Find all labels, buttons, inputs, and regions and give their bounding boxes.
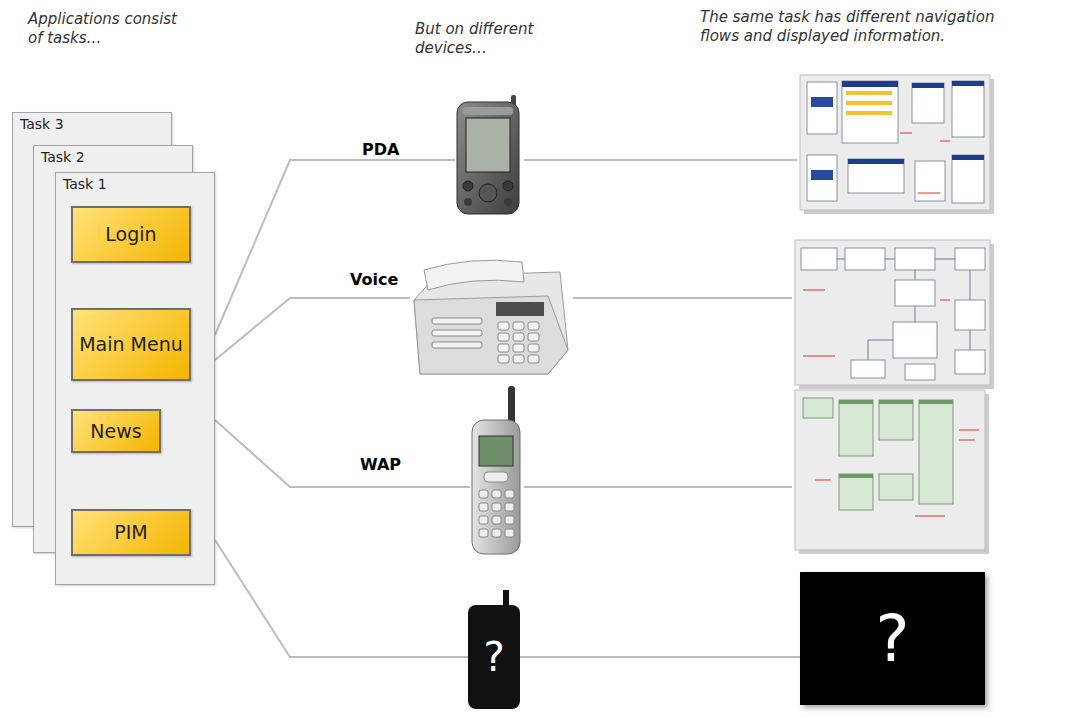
- wap-phone: [472, 386, 520, 554]
- device-figure: WAP: [470, 385, 522, 555]
- node-label: PIM: [114, 521, 147, 544]
- pda-device: [457, 95, 519, 214]
- node-label: Login: [105, 223, 156, 246]
- voice-phone: [414, 260, 568, 374]
- device-label: PDA: [362, 140, 428, 159]
- device-label: Voice: [350, 270, 510, 289]
- connector-line: [215, 540, 468, 657]
- connector-line: [215, 160, 455, 335]
- step-box: PIM: [71, 509, 191, 556]
- connector-line: [215, 420, 470, 487]
- node-label: ?: [483, 637, 504, 677]
- node-label: News: [90, 420, 141, 443]
- step-box: Main Menu: [71, 308, 191, 381]
- caption-note: Applications consist of tasks…: [28, 10, 188, 48]
- flow-screenshot: [795, 240, 994, 389]
- unknown-screen: ?: [800, 572, 985, 705]
- node-label: ?: [876, 607, 910, 671]
- task-panel: Task 1 LoginMain MenuNewsPIM: [55, 172, 215, 585]
- node-label: Main Menu: [79, 333, 183, 356]
- connector-line: [215, 298, 410, 360]
- flow-screenshot: [795, 390, 989, 554]
- device-label: WAP: [360, 455, 412, 474]
- caption-note: But on different devices…: [415, 20, 565, 58]
- caption-note: The same task has different navigation f…: [700, 8, 1025, 46]
- device-figure: Voice: [410, 252, 570, 376]
- unknown-device: ?: [468, 605, 520, 709]
- step-box: Login: [71, 206, 191, 263]
- node-label: Task 1: [56, 173, 214, 195]
- node-label: Task 2: [34, 146, 192, 168]
- flow-screenshot: [800, 75, 994, 214]
- step-box: News: [71, 409, 161, 453]
- device-figure: PDA: [455, 100, 521, 216]
- node-label: Task 3: [13, 113, 171, 135]
- connector-line: [520, 656, 800, 658]
